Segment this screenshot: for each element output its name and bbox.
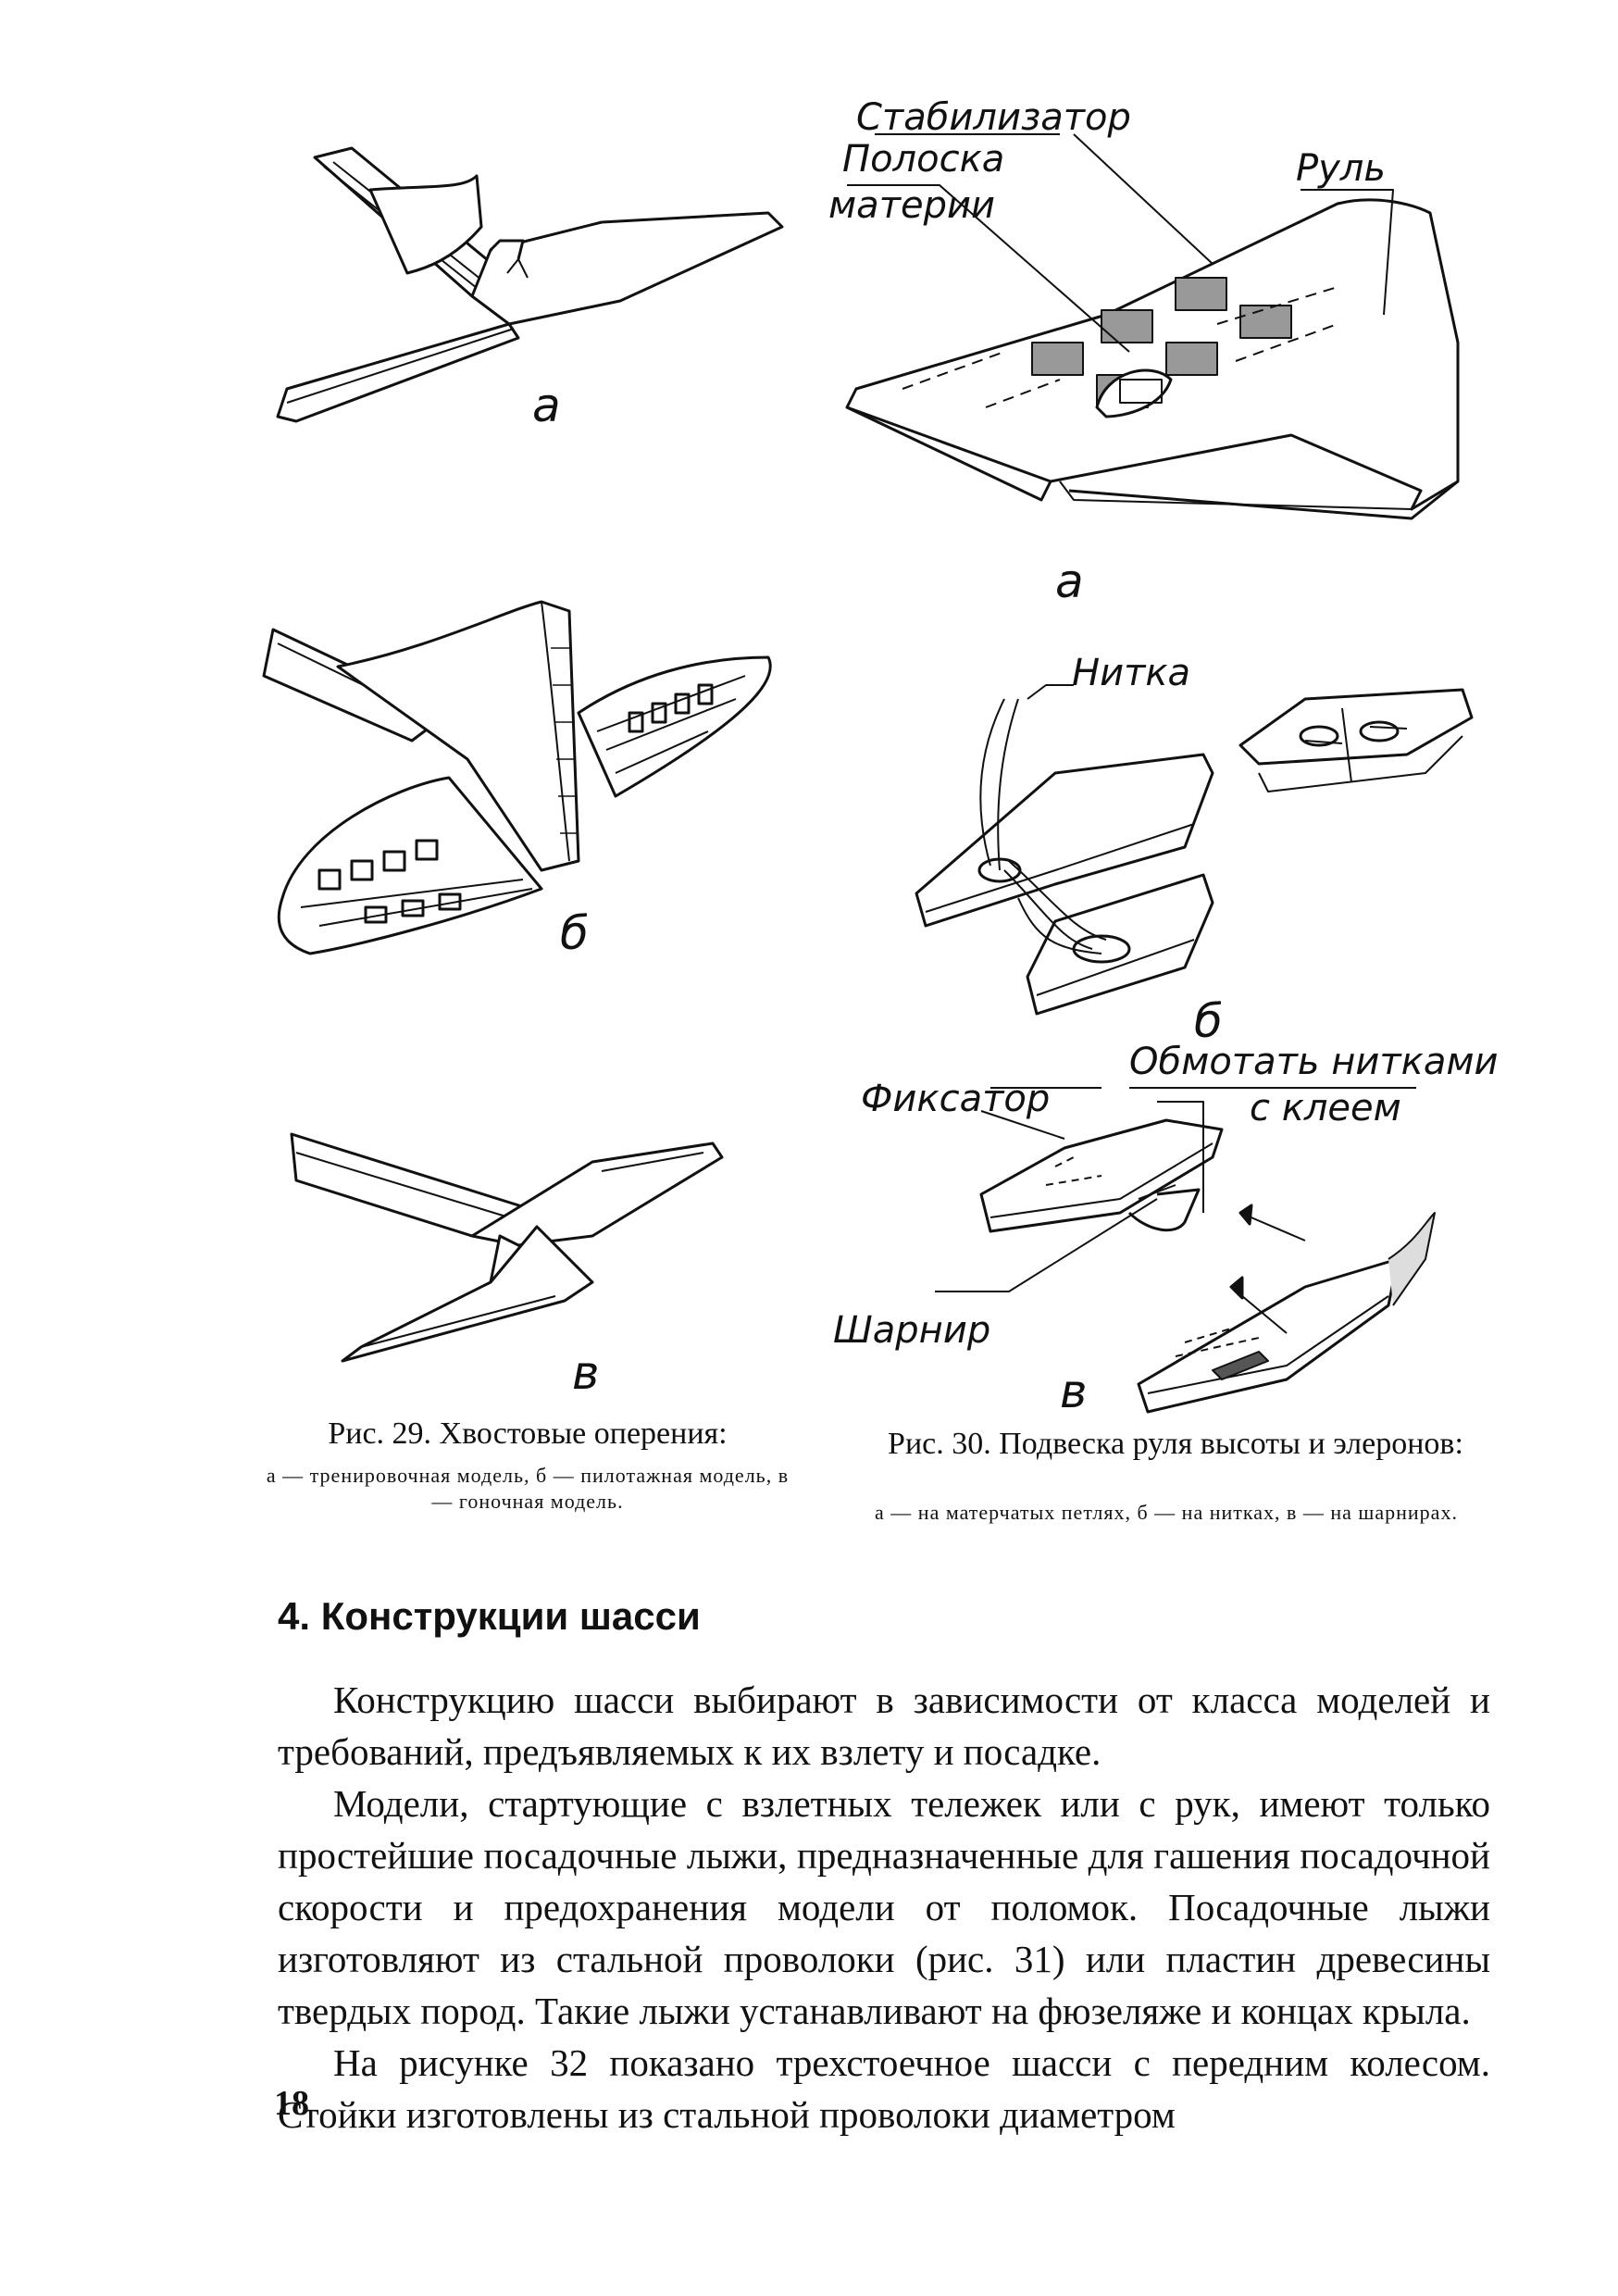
fig30-label-strip: Полоска	[842, 138, 1004, 181]
paragraph: Модели, стартующие с взлетных тележек ил…	[278, 1782, 1490, 2032]
fig29-caption-title: Рис. 29. Хвостовые оперения:	[328, 1416, 728, 1451]
fig30-label-thread: Нитка	[1072, 652, 1190, 694]
fig30-b-illustration: Нитка б	[907, 652, 1481, 1048]
fig30-label-fixator: Фиксатор	[861, 1078, 1050, 1120]
fig30-a-illustration: Стабилизатор Руль Полоска материи а	[828, 96, 1495, 608]
fig30-label-stabilizer: Стабилизатор	[856, 96, 1131, 139]
fig30-a-letter: а	[1055, 555, 1084, 608]
body-text: Конструкцию шасси выбирают в зависимости…	[278, 1674, 1490, 2140]
fig30-label-rudder: Руль	[1296, 147, 1386, 190]
fig29-a-letter: а	[532, 379, 561, 432]
fig29-v-letter: в	[572, 1346, 599, 1400]
fig30-label-wrap2: с клеем	[1250, 1087, 1401, 1129]
paragraph: На рисунке 32 показано трехстоечное шасс…	[278, 2041, 1490, 2136]
fig30-b-letter: б	[1194, 994, 1223, 1048]
fig30-caption-title: Рис. 30. Подвеска руля высоты и элеронов…	[888, 1427, 1463, 1461]
fig30-caption-sub: а — на матерчатых петлях, б — на нитках,…	[875, 1501, 1458, 1524]
fig30-label-wrap1: Обмотать нитками	[1129, 1041, 1499, 1083]
page-number: 18	[274, 2084, 309, 2123]
paragraph: Конструкцию шасси выбирают в зависимости…	[278, 1678, 1490, 1773]
fig30-label-material: материи	[828, 184, 995, 227]
fig29-v-illustration: в	[287, 1125, 768, 1400]
fig29-b-letter: б	[560, 906, 589, 960]
fig29-a-illustration: а	[268, 139, 787, 432]
section-heading: 4. Конструкции шасси	[278, 1594, 701, 1638]
fig30-v-illustration: Фиксатор Обмотать нитками с клеем Шарнир…	[833, 1041, 1499, 1418]
fig29-caption-sub: а — тренировочная модель, б — пилотажная…	[266, 1464, 790, 1513]
fig30-v-letter: в	[1060, 1365, 1087, 1418]
fig29-b-illustration: б	[264, 593, 819, 960]
fig30-label-hinge: Шарнир	[833, 1309, 990, 1352]
